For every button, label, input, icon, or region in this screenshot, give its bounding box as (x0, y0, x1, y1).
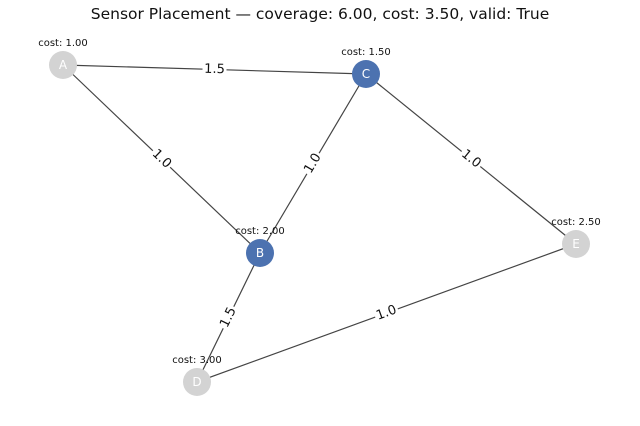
edge-label-background (202, 60, 227, 79)
edge-weight-text: 1.0 (458, 147, 484, 172)
node-circle[interactable] (49, 51, 77, 79)
node-cost-label: cost: 2.00 (235, 226, 285, 237)
diagram-title: Sensor Placement — coverage: 6.00, cost:… (90, 5, 550, 23)
node-label: A (59, 58, 68, 72)
node-circle[interactable] (246, 239, 274, 267)
edge-label-d-e: 1.0 (372, 300, 401, 326)
edge-label-b-c: 1.0 (299, 148, 327, 179)
node-label: D (192, 375, 201, 389)
edge-label-a-c: 1.5 (202, 60, 227, 79)
edge-label-background (215, 302, 242, 333)
edge-label-b-d: 1.5 (215, 302, 242, 333)
edge-weight-text: 1.0 (374, 302, 399, 323)
node-label: B (256, 246, 264, 260)
node-label: E (572, 237, 580, 251)
node-circle[interactable] (562, 230, 590, 258)
node-cost-label: cost: 3.00 (172, 355, 222, 366)
node-label: C (362, 67, 370, 81)
edge-label-c-e: 1.0 (456, 144, 486, 174)
node-cost-label: cost: 1.00 (38, 38, 88, 49)
node-cost-label: cost: 2.50 (551, 217, 601, 228)
edge-label-background (299, 148, 327, 179)
edge-label-background (146, 144, 177, 174)
node-cost-label: cost: 1.50 (341, 47, 391, 58)
node-circle[interactable] (352, 60, 380, 88)
edges-layer (62, 64, 577, 383)
edge-weight-text: 1.5 (204, 62, 225, 78)
node-circle[interactable] (183, 368, 211, 396)
edge-label-background (372, 300, 401, 326)
edge-label-background (456, 144, 486, 174)
